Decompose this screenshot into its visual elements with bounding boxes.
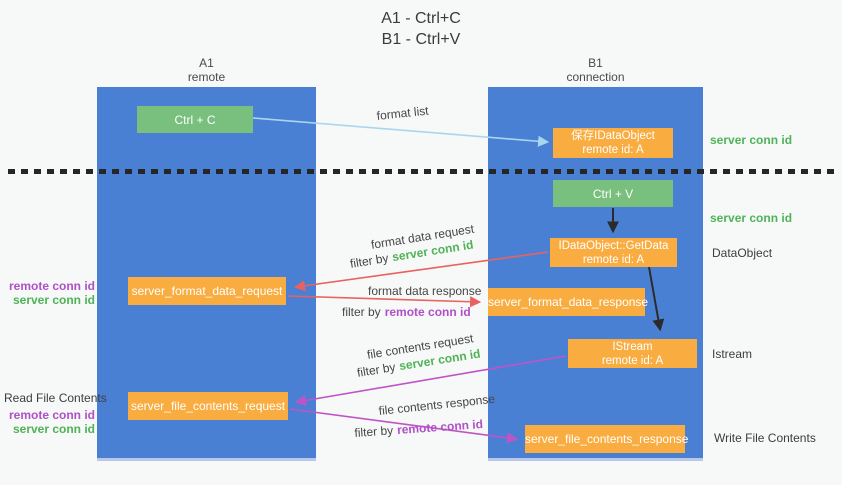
server-file-contents-response-label: server_file_contents_response: [525, 432, 689, 446]
server-conn-id-annotation-1: server conn id: [12, 293, 95, 307]
format-list-label: format list: [376, 103, 430, 123]
column-b1-name: B1: [588, 56, 603, 70]
filter-by-text: filter by: [354, 423, 394, 440]
server-file-contents-response-box: server_file_contents_response: [525, 425, 689, 453]
column-b1-role: connection: [566, 70, 625, 84]
column-a1-name: A1: [199, 56, 214, 70]
remote-conn-id-annotation-2: remote conn id: [8, 408, 95, 422]
istream-line2: remote id: A: [601, 354, 664, 367]
read-file-contents-annotation: Read File Contents: [4, 391, 107, 405]
remote-conn-id-text: remote conn id: [384, 305, 471, 319]
idataobject-getdata-box: IDataObject::GetData remote id: A: [550, 238, 677, 267]
idataobject-getdata-line2: remote id: A: [582, 253, 645, 266]
istream-annotation: Istream: [712, 347, 753, 361]
ctrl-c-box: Ctrl + C: [137, 106, 253, 133]
save-idataobject-line2: remote id: A: [582, 144, 644, 156]
column-header-a1: A1 remote: [97, 56, 316, 84]
filter-by-text: filter by: [342, 305, 381, 319]
save-idataobject-box: 保存IDataObject remote id: A: [553, 128, 673, 158]
filter-by-text: filter by: [349, 250, 390, 271]
filter-by-text: filter by: [356, 359, 397, 380]
server-format-data-response-box: server_format_data_response: [488, 288, 649, 316]
server-format-data-request-box: server_format_data_request: [128, 277, 286, 305]
server-format-data-request-label: server_format_data_request: [131, 284, 283, 298]
dataobject-annotation: DataObject: [712, 246, 773, 260]
ctrl-c-label: Ctrl + C: [174, 112, 216, 127]
title-line-2: B1 - Ctrl+V: [381, 31, 461, 48]
phase-separator-dotted-line: [8, 169, 834, 174]
idataobject-getdata-line1: IDataObject::GetData: [558, 239, 669, 252]
istream-line1: IStream: [612, 340, 653, 353]
server-conn-id-annotation-top: server conn id: [710, 133, 793, 147]
server-conn-id-annotation-2: server conn id: [12, 422, 95, 436]
column-a1-role: remote: [187, 70, 226, 84]
column-header-b1: B1 connection: [488, 56, 703, 84]
title-line-1: A1 - Ctrl+C: [381, 10, 461, 27]
file-contents-response-label: file contents response: [378, 391, 496, 418]
server-file-contents-request-label: server_file_contents_request: [130, 399, 286, 413]
server-file-contents-request-box: server_file_contents_request: [128, 392, 288, 420]
save-idataobject-line1: 保存IDataObject: [571, 130, 655, 142]
ctrl-v-box: Ctrl + V: [553, 180, 673, 207]
format-data-response-label: format data response: [368, 284, 482, 298]
write-file-contents-annotation: Write File Contents: [714, 431, 816, 445]
ctrl-v-label: Ctrl + V: [592, 186, 634, 201]
server-conn-id-annotation-mid: server conn id: [710, 211, 793, 225]
remote-conn-id-annotation-1: remote conn id: [8, 279, 95, 293]
server-format-data-response-label: server_format_data_response: [488, 295, 649, 309]
remote-conn-id-text: remote conn id: [396, 417, 484, 437]
diagram-title: A1 - Ctrl+C B1 - Ctrl+V: [0, 8, 842, 50]
istream-box: IStream remote id: A: [568, 339, 697, 368]
